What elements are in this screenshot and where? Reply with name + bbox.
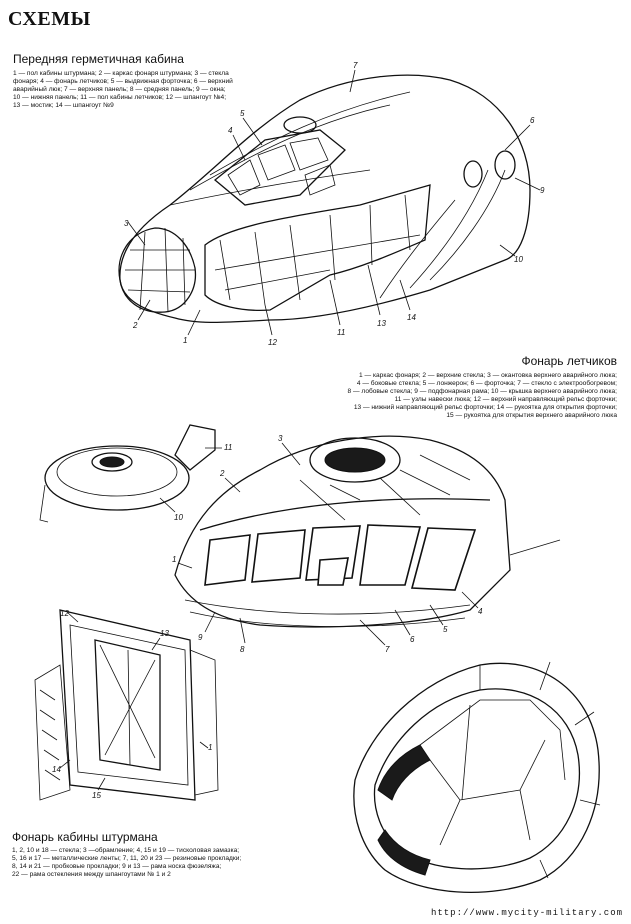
svg-text:5: 5 xyxy=(240,109,245,118)
navigator-canopy-title: Фонарь кабины штурмана xyxy=(12,830,158,844)
pilot-canopy-legend: 1 — каркас фонаря; 2 — верхние стекла; 3… xyxy=(297,372,617,421)
svg-text:9: 9 xyxy=(198,633,203,642)
svg-text:11: 11 xyxy=(337,328,345,337)
legend-line: фонаря; 4 — фонарь летчиков; 5 — выдвижн… xyxy=(13,78,233,86)
legend-line: 1 — пол кабины штурмана; 2 — каркас фона… xyxy=(13,70,229,77)
legend-line: 8 — лобовые стекла; 9 — подфонарная рама… xyxy=(347,388,617,396)
legend-line: 11 — узлы навески люка; 12 — верхний нап… xyxy=(394,396,617,404)
svg-text:7: 7 xyxy=(353,61,358,70)
svg-text:6: 6 xyxy=(410,635,415,644)
svg-text:14: 14 xyxy=(407,313,416,322)
svg-text:15: 15 xyxy=(92,791,101,800)
hatch-cover-drawing: 11 10 xyxy=(39,424,232,523)
legend-line: 8, 14 и 21 — пробковые прокладки; 9 и 13… xyxy=(12,863,222,871)
svg-text:4: 4 xyxy=(478,607,483,616)
legend-line: 13 — нижний направляющий рельс форточки;… xyxy=(353,404,617,412)
svg-text:11: 11 xyxy=(224,443,232,452)
legend-line: 22 — рама остекления между шпангоутами №… xyxy=(12,871,171,879)
navigator-nose-drawing xyxy=(353,661,601,893)
svg-text:13: 13 xyxy=(377,319,386,328)
svg-text:3: 3 xyxy=(124,219,129,228)
pilot-canopy-callouts: 3 2 1 9 8 7 6 5 4 xyxy=(172,434,483,654)
svg-text:1: 1 xyxy=(208,743,212,752)
svg-text:1: 1 xyxy=(183,336,187,345)
front-cabin-drawing: 7 5 4 6 9 10 3 2 1 12 11 13 14 xyxy=(118,61,545,347)
legend-line: 13 — мостик; 14 — шпангоут №9 xyxy=(13,102,114,110)
legend-line: 1 — каркас фонаря; 2 — верхние стекла; 3… xyxy=(359,372,617,379)
svg-text:12: 12 xyxy=(268,338,277,347)
front-cabin-legend: 1 — пол кабины штурмана; 2 — каркас фона… xyxy=(13,70,268,110)
svg-text:2: 2 xyxy=(132,321,138,330)
legend-line: 10 — нижняя панель; 11 — пол кабины летч… xyxy=(13,94,227,102)
legend-line: аварийный люк; 7 — верхняя панель; 8 — с… xyxy=(13,86,226,94)
svg-text:10: 10 xyxy=(174,513,183,522)
pilot-canopy-title: Фонарь летчиков xyxy=(521,354,617,368)
svg-text:9: 9 xyxy=(540,186,545,195)
legend-line: 15 — рукоятка для открытия верхнего авар… xyxy=(446,412,617,420)
svg-text:7: 7 xyxy=(385,645,390,654)
svg-text:3: 3 xyxy=(278,434,283,443)
svg-text:13: 13 xyxy=(160,629,169,638)
svg-text:2: 2 xyxy=(219,469,225,478)
front-cabin-callouts: 7 5 4 6 9 10 3 2 1 12 11 13 14 xyxy=(124,61,545,347)
svg-text:6: 6 xyxy=(530,116,535,125)
svg-text:4: 4 xyxy=(228,126,233,135)
svg-text:14: 14 xyxy=(52,765,61,774)
svg-text:5: 5 xyxy=(443,625,448,634)
svg-text:8: 8 xyxy=(240,645,245,654)
legend-line: 1, 2, 10 и 18 — стекла; 3 —обрамление; 4… xyxy=(12,847,240,854)
pilot-canopy-drawing: 3 2 1 9 8 7 6 5 4 xyxy=(172,434,561,654)
navigator-canopy-legend: 1, 2, 10 и 18 — стекла; 3 —обрамление; 4… xyxy=(12,847,312,879)
glazing-frame-callouts: 12 13 14 15 1 xyxy=(52,609,212,800)
svg-text:1: 1 xyxy=(172,555,176,564)
page-title: СХЕМЫ xyxy=(8,8,91,30)
legend-line: 4 — боковые стекла; 5 — лонжерон; 6 — фо… xyxy=(356,380,617,388)
legend-line: 5, 16 и 17 — металлические ленты; 7, 11,… xyxy=(12,855,242,863)
glazing-frame-drawing: 12 13 14 15 1 xyxy=(34,609,219,801)
watermark: http://www.mycity-military.com xyxy=(430,908,623,918)
front-cabin-title: Передняя герметичная кабина xyxy=(13,52,184,66)
svg-text:12: 12 xyxy=(60,609,69,618)
svg-text:10: 10 xyxy=(514,255,523,264)
